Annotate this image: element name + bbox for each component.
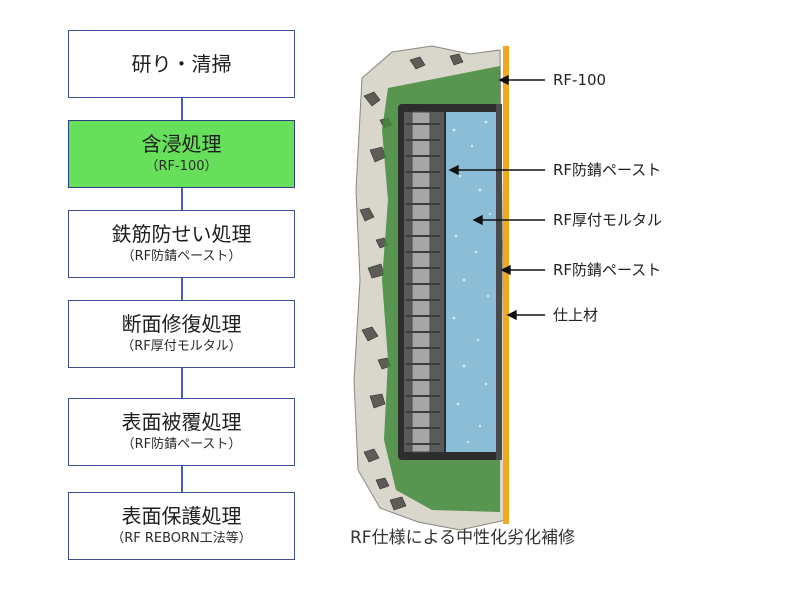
step-title: 表面被覆処理 — [121, 410, 242, 434]
finish-layer — [503, 46, 509, 524]
rebar-ribs — [406, 123, 440, 445]
step-subtitle: （RF防錆ペースト） — [121, 249, 242, 264]
cross-section-diagram: RF-100 RF防錆ペースト RF厚付モルタル RF防錆ペースト 仕上材 RF… — [340, 0, 800, 600]
step-rebar-rustproofing: 鉄筋防せい処理 （RF防錆ペースト） — [68, 210, 295, 278]
step-subtitle: （RF防錆ペースト） — [121, 437, 242, 452]
step-subtitle: （RF-100） — [145, 159, 218, 174]
step-chipping-cleaning: 研り・清掃 — [68, 30, 295, 98]
flow-connector — [181, 368, 183, 398]
step-surface-coating: 表面被覆処理 （RF防錆ペースト） — [68, 398, 295, 466]
cross-section-illustration — [353, 45, 545, 531]
step-title: 断面修復処理 — [121, 312, 242, 336]
surface-paste-band — [496, 104, 502, 460]
step-section-repair: 断面修復処理 （RF厚付モルタル） — [68, 300, 295, 368]
step-subtitle: （RF REBORN工法等） — [111, 531, 252, 546]
step-surface-protection: 表面保護処理 （RF REBORN工法等） — [68, 492, 295, 560]
label-rf-100: RF-100 — [553, 71, 607, 89]
thick-mortar — [446, 112, 496, 452]
flow-connector — [181, 278, 183, 300]
diagram-caption: RF仕様による中性化劣化補修 — [350, 528, 576, 548]
leader-arrows — [448, 74, 545, 321]
flow-connector — [181, 98, 183, 120]
step-title: 研り・清掃 — [131, 52, 232, 76]
flow-connector — [181, 466, 183, 492]
label-finish-material: 仕上材 — [553, 306, 599, 324]
step-subtitle: （RF厚付モルタル） — [121, 339, 242, 354]
step-title: 表面保護処理 — [121, 504, 242, 528]
rebar-main — [411, 111, 431, 453]
label-rf-rustproof-paste: RF防錆ペースト — [553, 161, 662, 179]
mortar-speckles — [452, 120, 492, 444]
label-rf-thick-mortar: RF厚付モルタル — [553, 211, 663, 229]
step-title: 鉄筋防せい処理 — [111, 222, 252, 246]
step-impregnation: 含浸処理 （RF-100） — [68, 120, 295, 188]
flow-connector — [181, 188, 183, 210]
step-title: 含浸処理 — [141, 132, 222, 156]
label-rf-rustproof-paste-outer: RF防錆ペースト — [553, 261, 662, 279]
process-flowchart: 研り・清掃 含浸処理 （RF-100） 鉄筋防せい処理 （RF防錆ペースト） 断… — [0, 0, 340, 600]
